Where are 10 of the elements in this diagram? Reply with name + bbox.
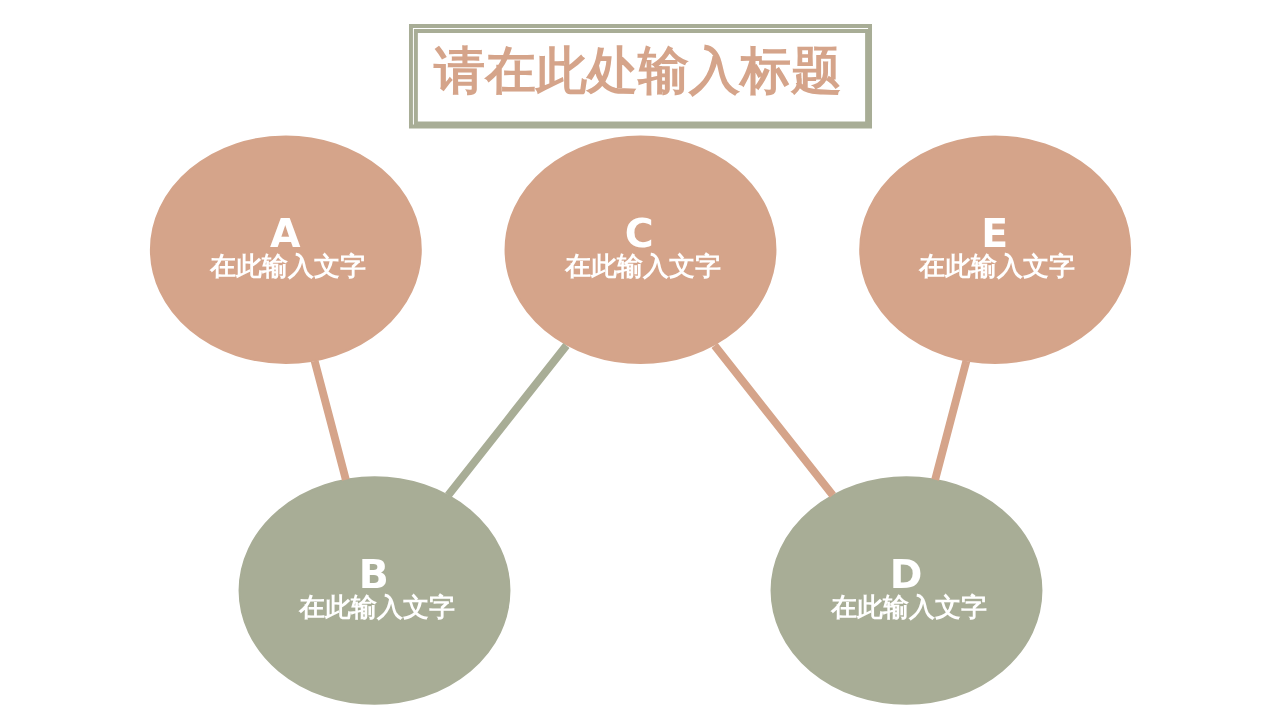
connector [310,360,350,481]
node-ellipse: C 在此输入文字 [504,135,776,364]
connector [711,343,836,498]
connector [930,360,970,481]
diagram-title: 请在此处输入标题 [433,39,842,100]
node-ellipse: E 在此输入文字 [858,135,1131,364]
node-ellipse: A 在此输入文字 [149,135,422,364]
node-ellipse: B 在此输入文字 [238,476,510,705]
connector [444,343,569,498]
node-ellipse: D 在此输入文字 [770,476,1042,705]
